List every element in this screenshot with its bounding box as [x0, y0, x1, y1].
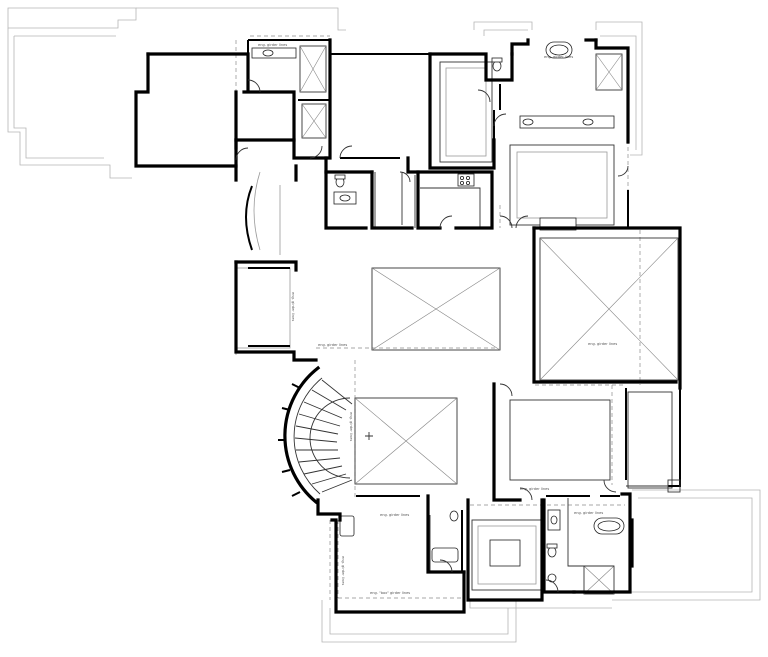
- label-master-bath-ceiling: eng. girder lines: [544, 55, 573, 59]
- label-vestibule-side: eng. girder lines: [291, 292, 295, 321]
- roof-outlines: [7, 7, 761, 643]
- label-lower-right-ceiling: eng. girder lines: [520, 487, 549, 491]
- label-hall-ceiling: eng. girder lines: [318, 343, 347, 347]
- label-left-room-side: eng. girder lines: [341, 556, 345, 585]
- label-right-bath-ceiling: eng. girder lines: [574, 511, 603, 515]
- door-swings: [235, 79, 629, 593]
- bay-window: [626, 479, 681, 493]
- annotations: eng. girder lines eng. girder lines eng.…: [258, 43, 617, 595]
- label-right-room-ceiling: eng. girder lines: [588, 342, 617, 346]
- fixtures: [251, 41, 625, 583]
- label-stair-ceiling: eng. girder lines: [349, 412, 353, 441]
- exterior-walls: [134, 38, 682, 614]
- label-bottom-room-ceiling: eng. "box" girder lines: [370, 591, 410, 595]
- label-vanity-ceiling: eng. girder lines: [258, 43, 287, 47]
- label-lower-mid-ceiling: eng. girder lines: [380, 513, 409, 517]
- curved-stair: [278, 365, 353, 505]
